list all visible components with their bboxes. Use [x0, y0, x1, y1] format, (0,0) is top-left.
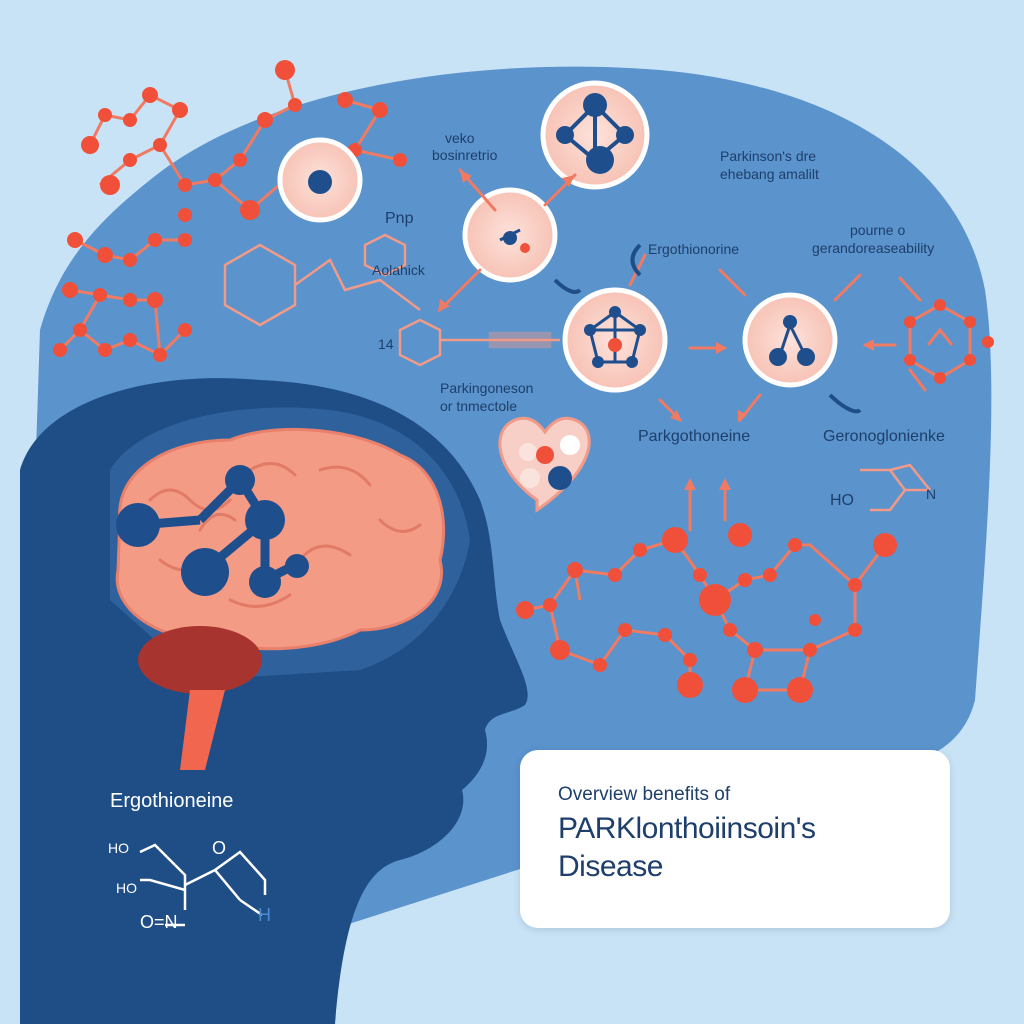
dark-arc — [630, 243, 642, 277]
brain — [115, 427, 446, 651]
label-n-right: N — [926, 486, 937, 502]
bottom-left-structure — [139, 843, 267, 927]
caption-card: Overview benefits of PARKlonthoiinsoin's… — [520, 750, 950, 928]
label-top-right-a: Parkinson's dre — [720, 148, 817, 164]
dark-arc-2 — [553, 278, 582, 294]
top-left-atoms — [53, 60, 407, 362]
brain-molecule-atoms — [116, 465, 309, 598]
label-right-top-a: pourne o — [850, 222, 906, 238]
label-top-left-a: veko — [445, 130, 475, 146]
caption-line-1: Overview benefits of — [558, 784, 731, 805]
right-pyridine — [860, 463, 931, 512]
label-aolahick: Aolahick — [372, 262, 425, 278]
label-geronoglonienke: Geronoglonienke — [823, 428, 945, 445]
label-parkingoneson-b: or tnmectole — [440, 398, 518, 414]
label-ergothionorine: Ergothionorine — [648, 241, 740, 257]
label-ho-2: HO — [116, 880, 137, 896]
node-center — [562, 287, 668, 393]
label-ho-1: HO — [108, 840, 129, 856]
label-top-right-b: ehebang amalilt — [720, 166, 819, 182]
arrow-heads — [438, 170, 874, 490]
right-ring-atoms — [904, 299, 994, 384]
node-top-left — [277, 137, 363, 223]
label-o-n: O=N — [140, 912, 178, 932]
caption-line-2: PARKlonthoiinsoin's — [558, 812, 816, 845]
label-ergothioneine-head: Ergothioneine — [110, 790, 234, 812]
caption-line-3: Disease — [558, 850, 663, 883]
label-top-left-b: bosinretrio — [432, 147, 498, 163]
label-14: 14 — [378, 336, 394, 352]
label-right-top-b: gerandoreaseability — [812, 240, 935, 256]
node-right — [742, 292, 838, 388]
bottom-molecule-atoms — [516, 523, 897, 703]
label-parkgothoneine: Parkgothoneine — [638, 428, 751, 445]
heart-atoms — [519, 435, 580, 490]
node-mid-left — [462, 187, 558, 283]
dark-arc-3 — [828, 393, 862, 414]
label-parkingoneson-a: Parkingoneson — [440, 380, 534, 396]
label-h-end: H — [258, 905, 271, 925]
label-pnp: Pnp — [385, 210, 414, 227]
node-top-center — [540, 80, 650, 190]
label-o-ring: O — [212, 838, 227, 858]
aromatic-ring-left — [223, 233, 560, 367]
brainstem — [180, 690, 225, 770]
cerebellum — [138, 626, 262, 694]
label-ho-right: HO — [830, 492, 854, 509]
